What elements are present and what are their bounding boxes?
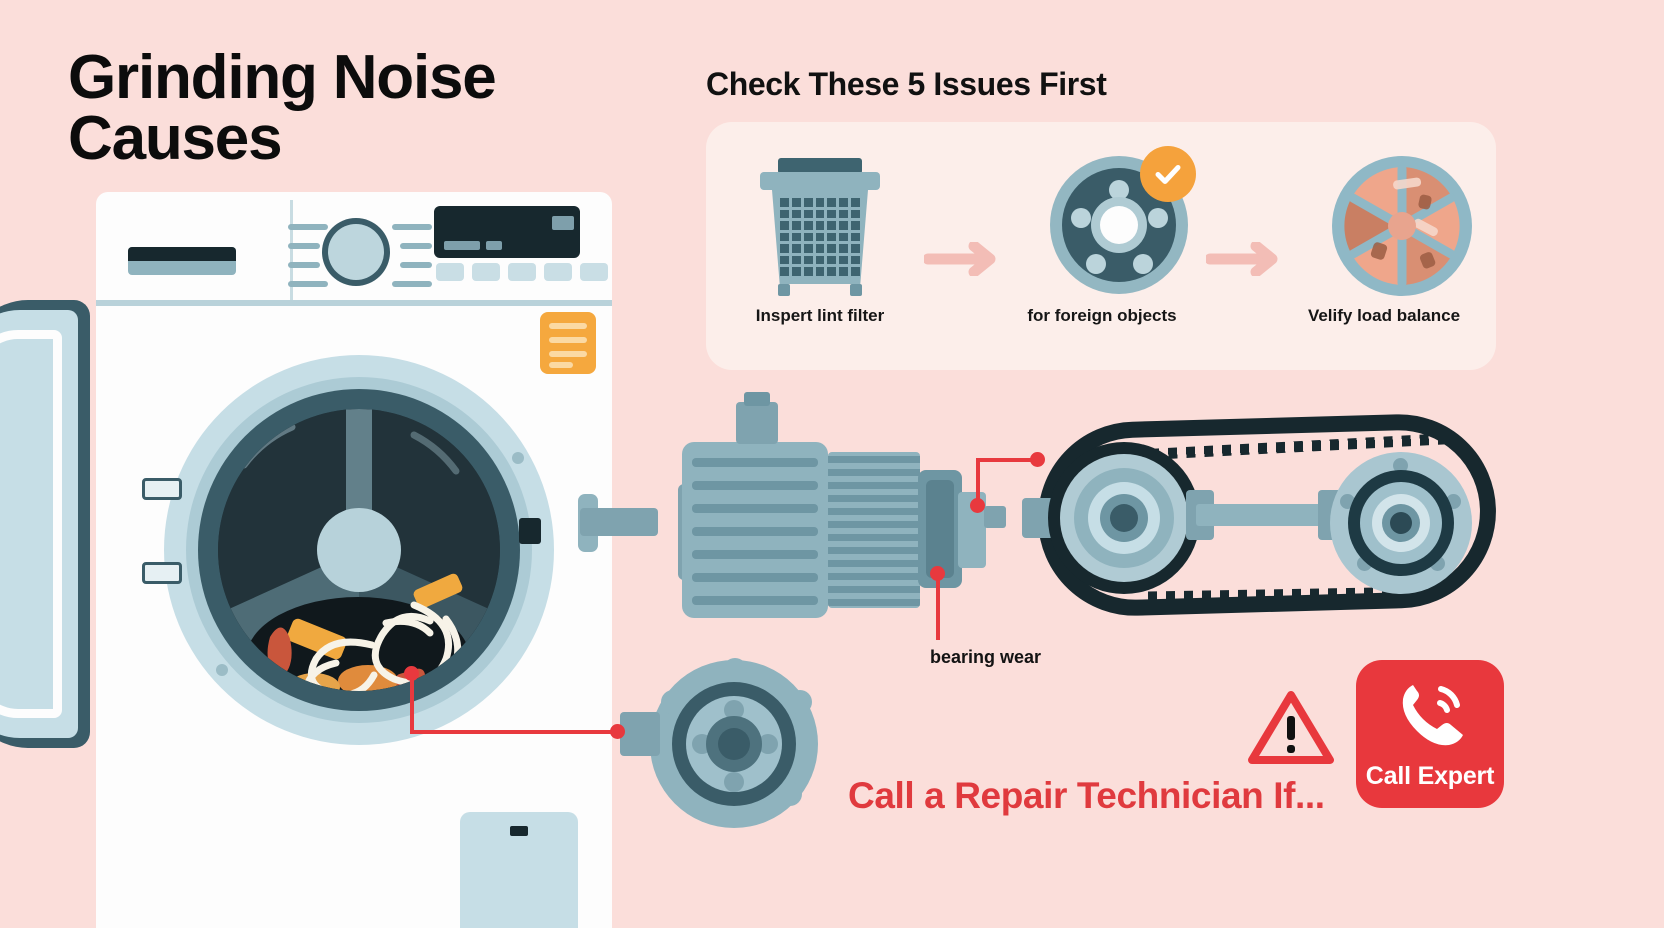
step-label-2: for foreign objects [1027, 306, 1177, 325]
motor-terminal-cap [744, 392, 770, 406]
program-dial[interactable] [328, 224, 384, 280]
display-indicator [444, 241, 480, 250]
detergent-drawer-top [128, 247, 236, 261]
step-item-3[interactable]: Velify load balance [1284, 150, 1484, 350]
door-hinge-bottom [142, 562, 182, 584]
callout-label-bearing-wear: bearing wear [930, 647, 1042, 667]
motor-output-stub [984, 506, 1006, 528]
bearing-flange-tab [620, 712, 660, 756]
arrow-right-icon [922, 240, 1000, 278]
dial-tick [288, 262, 320, 268]
door-lock-icon [519, 518, 541, 544]
step-label-1: Inspert lint filter [755, 306, 885, 325]
load-balance-drum-icon [1294, 150, 1474, 298]
ring-dot [216, 664, 228, 676]
leader-line-pulley-v [976, 458, 980, 506]
program-button[interactable] [508, 263, 536, 281]
panel-divider [290, 200, 293, 302]
washer-door-inner [0, 310, 78, 738]
control-display [434, 206, 580, 258]
leader-line-drum-v [410, 672, 414, 734]
drum-hub [317, 508, 401, 592]
step-item-2[interactable]: for foreign objects [1002, 146, 1202, 350]
drum-flange-icon [1012, 146, 1196, 298]
call-expert-label: Call Expert [1365, 762, 1495, 790]
display-indicator-2 [486, 241, 502, 250]
display-chip [552, 216, 574, 230]
cta-headline: Call a Repair Technician If... [848, 775, 1325, 816]
page-title: Grinding Noise Causes [68, 43, 497, 173]
program-button[interactable] [580, 263, 608, 281]
panel-base-line [96, 300, 612, 306]
motor-bearing-seat [926, 480, 954, 578]
warning-triangle-icon [1248, 690, 1334, 766]
check-badge-icon [1140, 146, 1196, 202]
dial-tick [288, 243, 320, 249]
dial-tick [400, 262, 432, 268]
leader-line-bearing [936, 572, 940, 640]
program-button[interactable] [436, 263, 464, 281]
leader-dot-drum [404, 666, 419, 681]
motor-terminal-box [736, 402, 778, 444]
section-title: Check These 5 Issues First [706, 66, 1107, 102]
step-label-3: Velify load balance [1307, 306, 1461, 325]
dial-tick [392, 281, 432, 287]
dial-tick [288, 224, 328, 230]
lint-basket-icon [730, 150, 910, 298]
door-hinge-top [142, 478, 182, 500]
leader-line-pulley-h [976, 458, 1038, 462]
program-button[interactable] [472, 263, 500, 281]
washer-door-glass [0, 330, 62, 718]
leader-dot-flange [610, 724, 625, 739]
washer-lower-panel-slot [510, 826, 528, 836]
call-expert-button[interactable]: Call Expert [1356, 660, 1504, 808]
motor-shaft [580, 508, 658, 536]
dial-tick [400, 243, 432, 249]
steps-card: Inspert lint filter for foreign [706, 122, 1496, 370]
program-button[interactable] [544, 263, 572, 281]
dial-tick [392, 224, 432, 230]
warning-note-card [540, 312, 596, 374]
leader-dot-motor [970, 498, 985, 513]
motor-cooling-ribs [828, 452, 920, 608]
leader-dot-bearing [930, 566, 945, 581]
arrow-right-icon-2 [1204, 240, 1282, 278]
phone-call-icon [1393, 677, 1467, 756]
leader-line-drum-h [410, 730, 618, 734]
dial-tick [288, 281, 328, 287]
drive-axle [1196, 504, 1332, 526]
ring-dot [512, 452, 524, 464]
leader-dot-pulley [1030, 452, 1045, 467]
step-item-1[interactable]: Inspert lint filter [720, 150, 920, 350]
